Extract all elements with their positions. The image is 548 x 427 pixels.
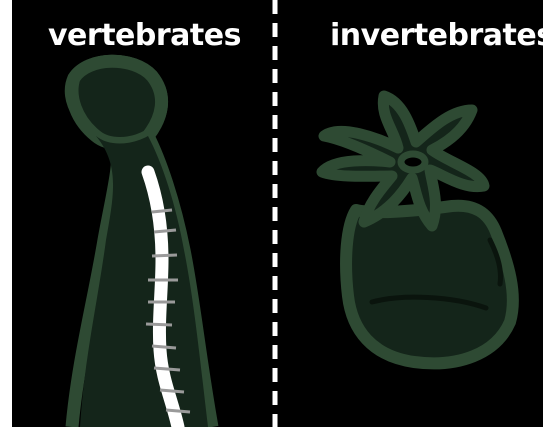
starfish-mouth (401, 154, 425, 170)
illustration-panel: vertebrates invertebrates (12, 0, 543, 427)
invertebrate-figure (322, 96, 513, 363)
vertebrate-head (72, 61, 162, 143)
vertebrates-label: vertebrates (48, 14, 241, 58)
invertebrates-label: invertebrates (330, 14, 543, 58)
illustration-svg (12, 0, 543, 427)
